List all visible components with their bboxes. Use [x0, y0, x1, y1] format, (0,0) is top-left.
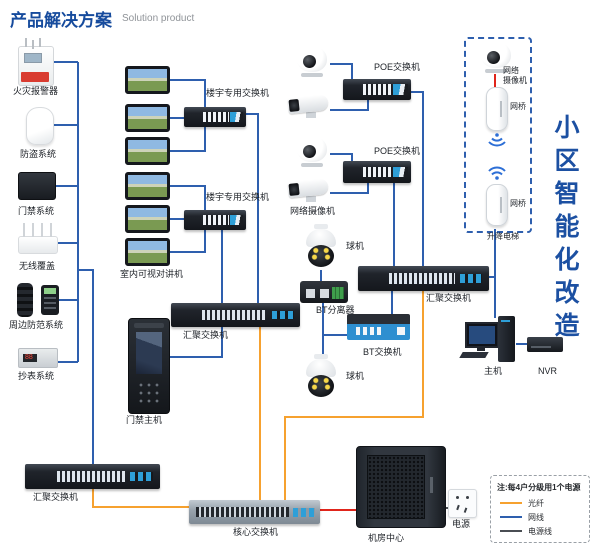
- bt-switch-label: BT交换机: [363, 347, 402, 357]
- wifi-signal-up-icon: [486, 163, 508, 181]
- ptz-camera2-label: 球机: [346, 371, 365, 381]
- intercom-monitors-label: 室内可视对讲机: [120, 269, 184, 279]
- intrusion-label: 防盗系统: [20, 149, 57, 159]
- meter-device: [18, 348, 58, 368]
- intrusion-sensor-device: [26, 107, 54, 145]
- red-lines: [320, 74, 496, 511]
- rack-label: 机房中心: [368, 533, 405, 543]
- elevator-label: 升降电梯: [487, 232, 519, 241]
- dome-camera-elevator: [481, 42, 511, 73]
- network-cable-lines: [50, 61, 527, 466]
- power-line-label: 电源线: [528, 527, 552, 536]
- bt-splitter: [300, 281, 348, 303]
- power-socket: [448, 489, 477, 518]
- page-subtitle: Solution product: [122, 13, 195, 24]
- network-camera-label: 网络摄像机: [290, 206, 336, 216]
- perimeter-label: 周边防范系统: [9, 320, 64, 330]
- agg-switch-bottom-left: [25, 464, 160, 489]
- wireless-bridge2: [486, 184, 508, 226]
- intercom-monitor: [125, 205, 170, 233]
- door-host-label: 门禁主机: [126, 415, 163, 425]
- ptz-camera2: [303, 354, 339, 397]
- bt-switch: [347, 314, 410, 340]
- building-switch1: [184, 107, 246, 127]
- access-control-label: 门禁系统: [18, 206, 55, 216]
- agg-switch-right-label: 汇聚交换机: [426, 293, 472, 303]
- dome-camera1: [297, 46, 327, 77]
- fiber-line-label: 光纤: [528, 499, 544, 508]
- fire-alarm-device: [18, 38, 54, 86]
- agg-switch-right: [358, 266, 489, 291]
- meter-label: 抄表系统: [18, 371, 55, 381]
- bridge2-label: 网桥: [510, 199, 526, 208]
- intercom-monitor: [125, 238, 170, 266]
- legend-note: 注:每4户分级用1个电源: [497, 483, 581, 492]
- wireless-router-device: [18, 223, 58, 254]
- wireless-bridge1: [486, 87, 508, 131]
- ptz-camera1: [303, 224, 339, 267]
- ptz-camera1-label: 球机: [346, 241, 365, 251]
- agg-switch-middle-label: 汇聚交换机: [183, 330, 229, 340]
- bt-splitter-label: BT分离器: [316, 305, 355, 315]
- box-camera-label-line2: 摄像机: [503, 76, 527, 85]
- fire-alarm-label: 火灾报警器: [13, 86, 59, 96]
- building-switch2-label: 楼宇专用交换机: [206, 192, 270, 202]
- side-banner: 小区智能化改造: [551, 114, 579, 345]
- network-line-swatch: [500, 516, 522, 518]
- intercom-monitor: [125, 104, 170, 132]
- building-switch1-label: 楼宇专用交换机: [206, 88, 270, 98]
- network-line-label: 网线: [528, 513, 544, 522]
- poe-switch1: [343, 79, 411, 100]
- wifi-signal-down-icon: [486, 132, 508, 150]
- host-pc-label: 主机: [484, 366, 503, 376]
- host-pc: [459, 316, 517, 366]
- wireless-bridge-group-box: [464, 37, 532, 233]
- power-line-swatch: [500, 530, 522, 532]
- poe-switch2: [343, 161, 411, 183]
- power-socket-label: 电源: [452, 519, 471, 529]
- page-title: 产品解决方案: [10, 11, 112, 30]
- fiber-lines: [92, 291, 424, 508]
- core-switch: [189, 500, 320, 524]
- core-switch-label: 核心交换机: [233, 527, 279, 537]
- building-switch2: [184, 210, 246, 230]
- nvr-device: [527, 337, 563, 352]
- poe-switch2-label: POE交换机: [374, 146, 421, 156]
- server-rack: [356, 446, 446, 528]
- wireless-label: 无线覆盖: [19, 261, 56, 271]
- bridge1-label: 网桥: [510, 102, 526, 111]
- intercom-monitor: [125, 66, 170, 94]
- agg-switch-middle: [171, 303, 300, 327]
- access-control-device: [18, 172, 56, 200]
- agg-switch-bottom-left-label: 汇聚交换机: [33, 492, 79, 502]
- door-host-device: [128, 318, 170, 414]
- bullet-camera2: [287, 177, 329, 202]
- nvr-label: NVR: [538, 366, 558, 376]
- intercom-monitor: [125, 172, 170, 200]
- box-camera-label-line1: 网络: [503, 66, 519, 75]
- intercom-monitor: [125, 137, 170, 165]
- bullet-camera1: [287, 93, 329, 118]
- perimeter-devices: [17, 283, 59, 317]
- fiber-line-swatch: [500, 502, 522, 504]
- dome-camera2: [297, 136, 327, 167]
- poe-switch1-label: POE交换机: [374, 62, 421, 72]
